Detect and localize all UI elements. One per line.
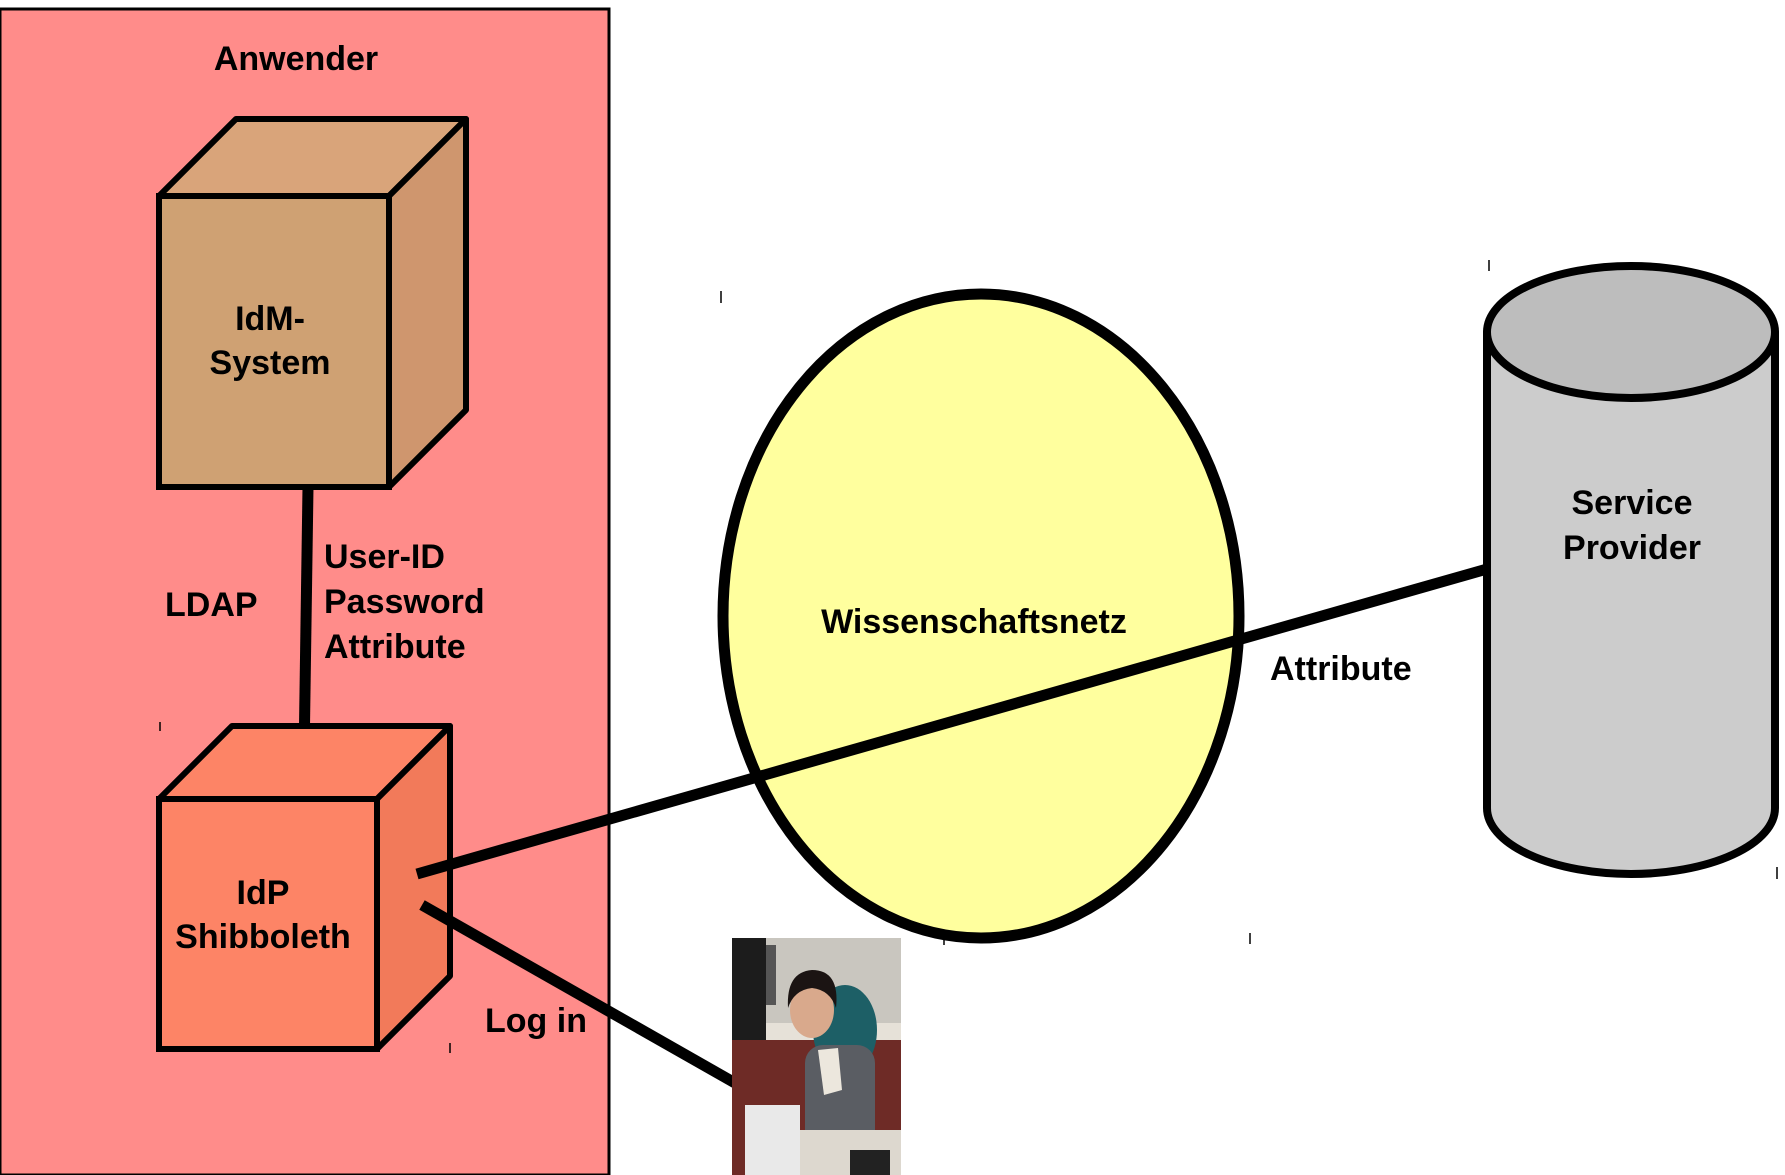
wissenschaftsnetz-network xyxy=(717,288,1245,944)
credential-label-user-id: User-ID xyxy=(324,538,445,576)
idp-label-line1: IdP xyxy=(237,874,290,912)
attribute-label: Attribute xyxy=(1270,650,1412,688)
service-provider-cylinder: Service Provider xyxy=(1483,262,1779,878)
idp-shibboleth-cube: IdP Shibboleth xyxy=(156,723,453,1052)
idm-system-label-line2: System xyxy=(210,344,331,382)
frame-tick-marks xyxy=(159,260,1778,1053)
credential-label-password: Password xyxy=(324,583,485,621)
idp-label-line2: Shibboleth xyxy=(175,918,351,956)
login-connector xyxy=(419,900,738,1088)
idm-system-cube: IdM- System xyxy=(156,116,469,490)
service-provider-label-line1: Service xyxy=(1572,484,1693,522)
network-label: Wissenschaftsnetz xyxy=(821,603,1127,641)
ldap-label: LDAP xyxy=(165,586,258,624)
credential-label-attribute: Attribute xyxy=(324,628,466,666)
ldap-connector xyxy=(298,486,314,761)
idm-system-label-line1: IdM- xyxy=(235,300,305,338)
user-organization-label: Anwender xyxy=(214,40,378,78)
login-label: Log in xyxy=(485,1002,587,1040)
service-provider-label-line2: Provider xyxy=(1563,529,1701,567)
user-photo xyxy=(732,938,901,1175)
attribute-connector xyxy=(415,563,1489,880)
